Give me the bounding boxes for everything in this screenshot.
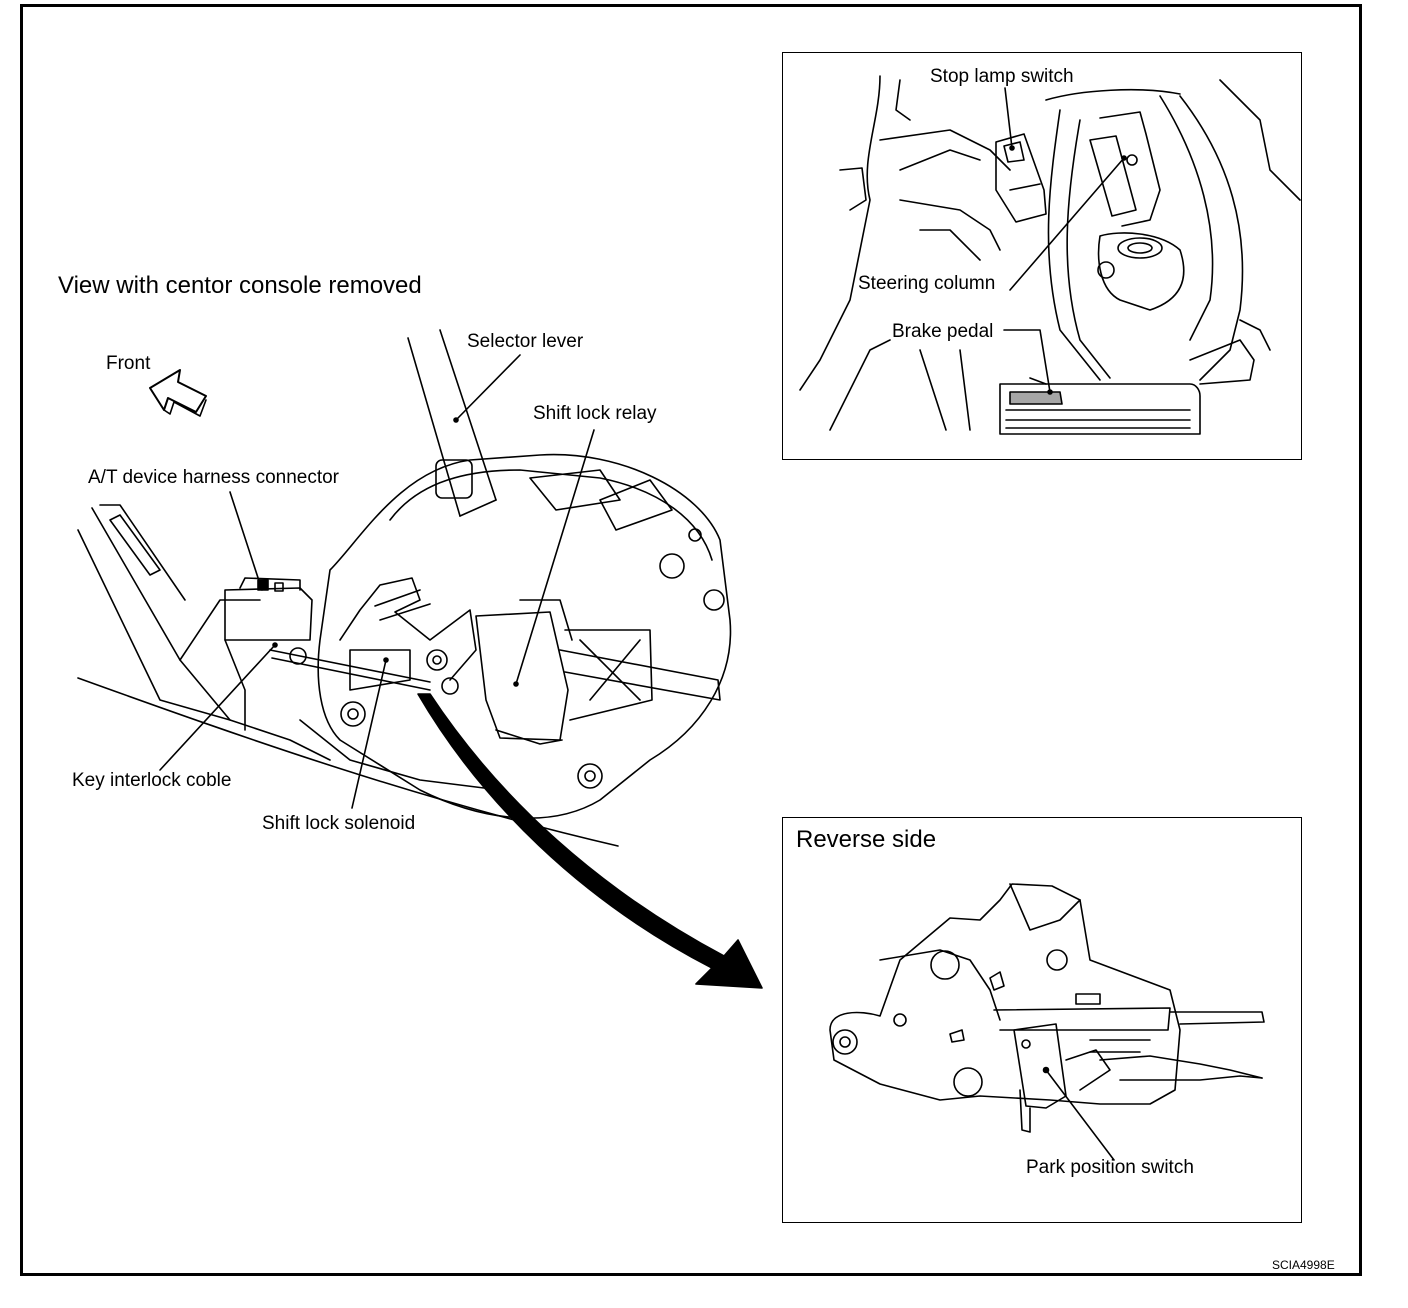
key-interlock-cable-label: Key interlock coble [72, 770, 232, 791]
main-view-title: View with centor console removed [58, 272, 422, 299]
front-arrow-icon [149, 369, 207, 417]
steering-column-label: Steering column [858, 273, 996, 294]
front-label: Front [106, 353, 151, 374]
reverse-side-pointer-arrow [417, 693, 763, 989]
pedal-area-drawing [799, 75, 1301, 435]
reverse-side-inset [782, 817, 1302, 1223]
shift-lock-solenoid-label: Shift lock solenoid [262, 813, 416, 834]
at-device-harness-connector-label: A/T device harness connector [88, 467, 340, 488]
shifter-assembly-drawing [77, 329, 732, 847]
park-position-switch-label: Park position switch [1026, 1157, 1194, 1178]
brake-pedal-label: Brake pedal [892, 321, 994, 342]
stop-lamp-switch-label: Stop lamp switch [930, 66, 1074, 87]
selector-lever-label: Selector lever [467, 331, 584, 352]
figure-code: SCIA4998E [1272, 1258, 1335, 1272]
reverse-side-drawing [829, 883, 1265, 1161]
figure-frame [20, 4, 1362, 1276]
shift-lock-relay-label: Shift lock relay [533, 403, 657, 424]
reverse-side-title: Reverse side [796, 826, 937, 853]
